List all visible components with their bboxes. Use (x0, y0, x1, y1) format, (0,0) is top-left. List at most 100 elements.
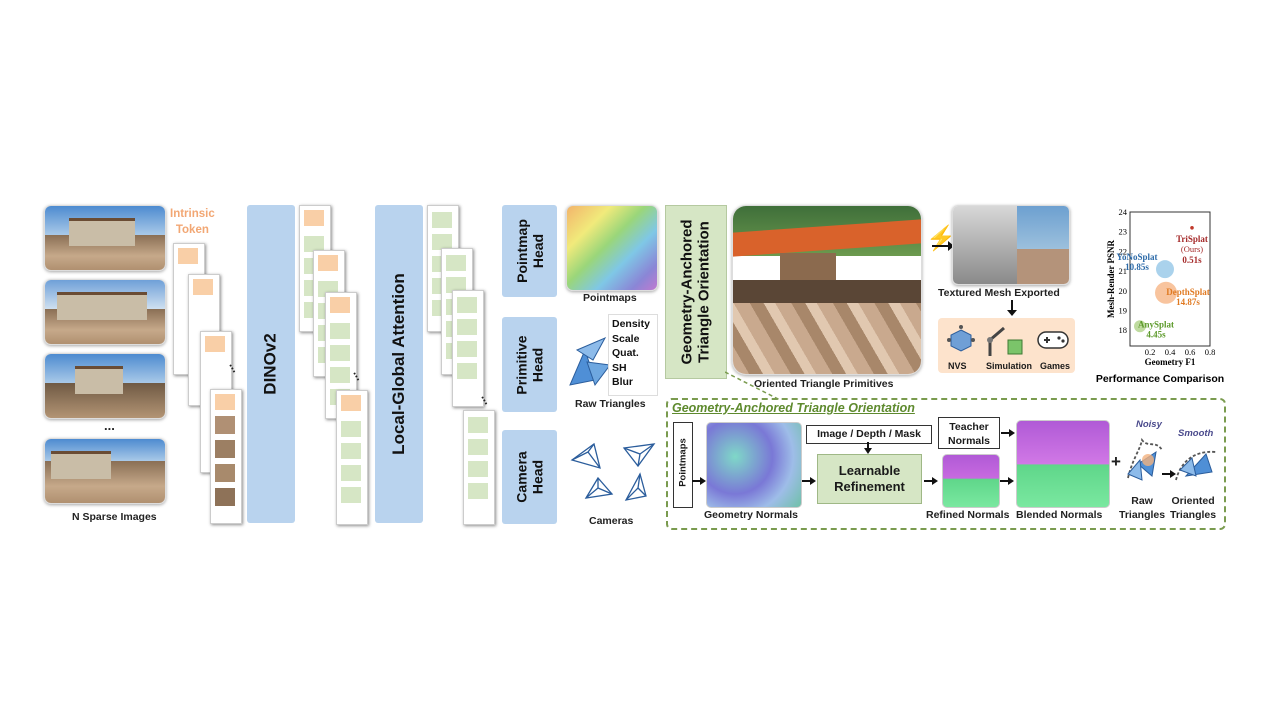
oriented-triangle-render (732, 205, 922, 375)
arrow-refine-refined (924, 477, 938, 485)
attributes-card (608, 314, 658, 396)
attr-scale: Scale (612, 332, 640, 345)
app-simulation-label: Simulation (986, 361, 1033, 371)
textured-mesh-image (952, 205, 1070, 285)
camera-head-label: Camera Head (513, 451, 546, 503)
x-tick-label: 0.4 (1165, 347, 1176, 357)
primitive-head-label: Primitive Head (513, 334, 546, 395)
token-card-4 (210, 389, 242, 524)
attributes-list: Density Scale Quat. SH Blur (612, 317, 650, 390)
data-label-time: 4.45s (1146, 329, 1166, 339)
oriented-triangles-caption: Oriented Triangles (1170, 495, 1217, 521)
arrow-raw-oriented (1162, 470, 1176, 478)
app-games-label: Games (1040, 361, 1071, 371)
y-tick-label: 24 (1119, 207, 1128, 217)
chart-frame (1129, 211, 1211, 347)
arrow-to-mesh (932, 241, 954, 251)
blended-normals-caption: Blended Normals (1016, 509, 1103, 521)
camera-head: Camera Head (502, 430, 557, 524)
raw-triangles-caption: Raw Triangles (575, 398, 646, 410)
x-tick-label: 0.2 (1145, 347, 1156, 357)
y-tick-label: 19 (1119, 306, 1128, 316)
y-tick-label: 23 (1119, 227, 1128, 237)
local-global-attention-block: Local-Global Attention (375, 205, 423, 523)
app-nvs-label: NVS (948, 361, 967, 371)
data-label-name: (Ours) (1181, 244, 1203, 254)
intrinsic-token-label: Intrinsic Token (170, 208, 215, 236)
attr-sh: SH (612, 361, 627, 374)
output-card-4 (463, 410, 495, 525)
refined-normals-caption: Refined Normals (926, 509, 1010, 521)
mesh-caption: Textured Mesh Exported (938, 287, 1060, 299)
primitive-head: Primitive Head (502, 317, 557, 412)
dinov2-label: DINOv2 (261, 333, 281, 395)
arrow-refined-blended (1000, 477, 1014, 485)
chart-title: Performance Comparison (1096, 373, 1224, 385)
arrow-teacher-blended (1001, 429, 1015, 437)
noisy-label: Noisy (1136, 419, 1162, 430)
inputs-caption: N Sparse Images (72, 511, 157, 523)
plus-sign: + (1111, 452, 1121, 471)
smooth-label: Smooth (1178, 428, 1214, 439)
scatter-point (1156, 260, 1174, 279)
attr-density: Density (612, 318, 650, 330)
data-label-name: DepthSplat (1166, 287, 1210, 297)
learnable-refinement-box: Learnable Refinement (817, 454, 922, 504)
y-tick-label: 22 (1119, 246, 1128, 256)
refined-normals-image (942, 454, 1000, 508)
pointmap-head-label: Pointmap Head (513, 219, 546, 283)
render-caption: Oriented Triangle Primitives (754, 378, 894, 390)
y-tick-label: 18 (1119, 325, 1128, 335)
data-label-name: TriSplat (1176, 234, 1208, 244)
input-image-1 (44, 205, 166, 271)
cameras-caption: Cameras (589, 515, 634, 527)
orientation-panel (666, 398, 1226, 530)
geometry-anchored-box-label: Geometry-Anchored Triangle Orientation (679, 219, 713, 365)
scatter-point (1134, 320, 1146, 333)
arrow-idm-refine (864, 442, 872, 454)
attr-quat: Quat. (612, 347, 639, 359)
cameras-icon (570, 442, 656, 501)
attr-blur: Blur (612, 376, 633, 388)
pointmaps-tag: Pointmaps (673, 422, 693, 508)
x-tick-label: 0.6 (1185, 347, 1196, 357)
geometry-normals-caption: Geometry Normals (704, 509, 798, 521)
raw-triangles-icon (569, 336, 611, 387)
input-image-2 (44, 279, 166, 345)
data-label-time: 10.85s (1125, 262, 1149, 272)
panel-connector-line (725, 371, 781, 401)
input-image-3 (44, 353, 166, 419)
teacher-normals-box: Teacher Normals (938, 417, 1000, 449)
data-label-time: 0.51s (1182, 255, 1202, 265)
arrow-geonormals-refine (802, 477, 816, 485)
raw-triangles-panel-caption: Raw Triangles (1119, 495, 1166, 521)
feature-card-4 (336, 390, 368, 525)
geometry-normals-image (706, 422, 802, 508)
local-global-attention-label: Local-Global Attention (389, 273, 409, 455)
y-tick-label: 21 (1119, 266, 1128, 276)
y-axis-label: Mesh-Render PSNR (1106, 239, 1116, 318)
x-axis-label: Geometry F1 (1145, 357, 1196, 367)
nvs-icon (947, 325, 975, 352)
dinov2-block: DINOv2 (247, 205, 295, 523)
smooth-triangles-icon (1175, 451, 1217, 481)
inputs-ellipsis: ... (104, 418, 115, 433)
learnable-refinement-label: Learnable Refinement (834, 463, 905, 494)
blended-normals-image (1016, 420, 1110, 508)
games-icon (1037, 331, 1069, 349)
orientation-panel-title: Geometry-Anchored Triangle Orientation (672, 401, 915, 415)
data-label-time: 14.87s (1176, 297, 1200, 307)
data-label-name: AnySplat (1138, 319, 1174, 329)
image-depth-mask-box: Image / Depth / Mask (806, 425, 932, 444)
scatter-point (1190, 225, 1194, 230)
noisy-triangles-icon (1127, 437, 1163, 481)
simulation-icon (987, 326, 1023, 356)
scatter-point (1155, 281, 1177, 304)
y-tick-label: 20 (1119, 286, 1128, 296)
geometry-anchored-box: Geometry-Anchored Triangle Orientation (665, 205, 727, 379)
pointmaps-caption: Pointmaps (583, 292, 637, 304)
arrow-to-apps (1007, 300, 1017, 316)
pointmap-head: Pointmap Head (502, 205, 557, 297)
pointmaps-image (566, 205, 658, 291)
